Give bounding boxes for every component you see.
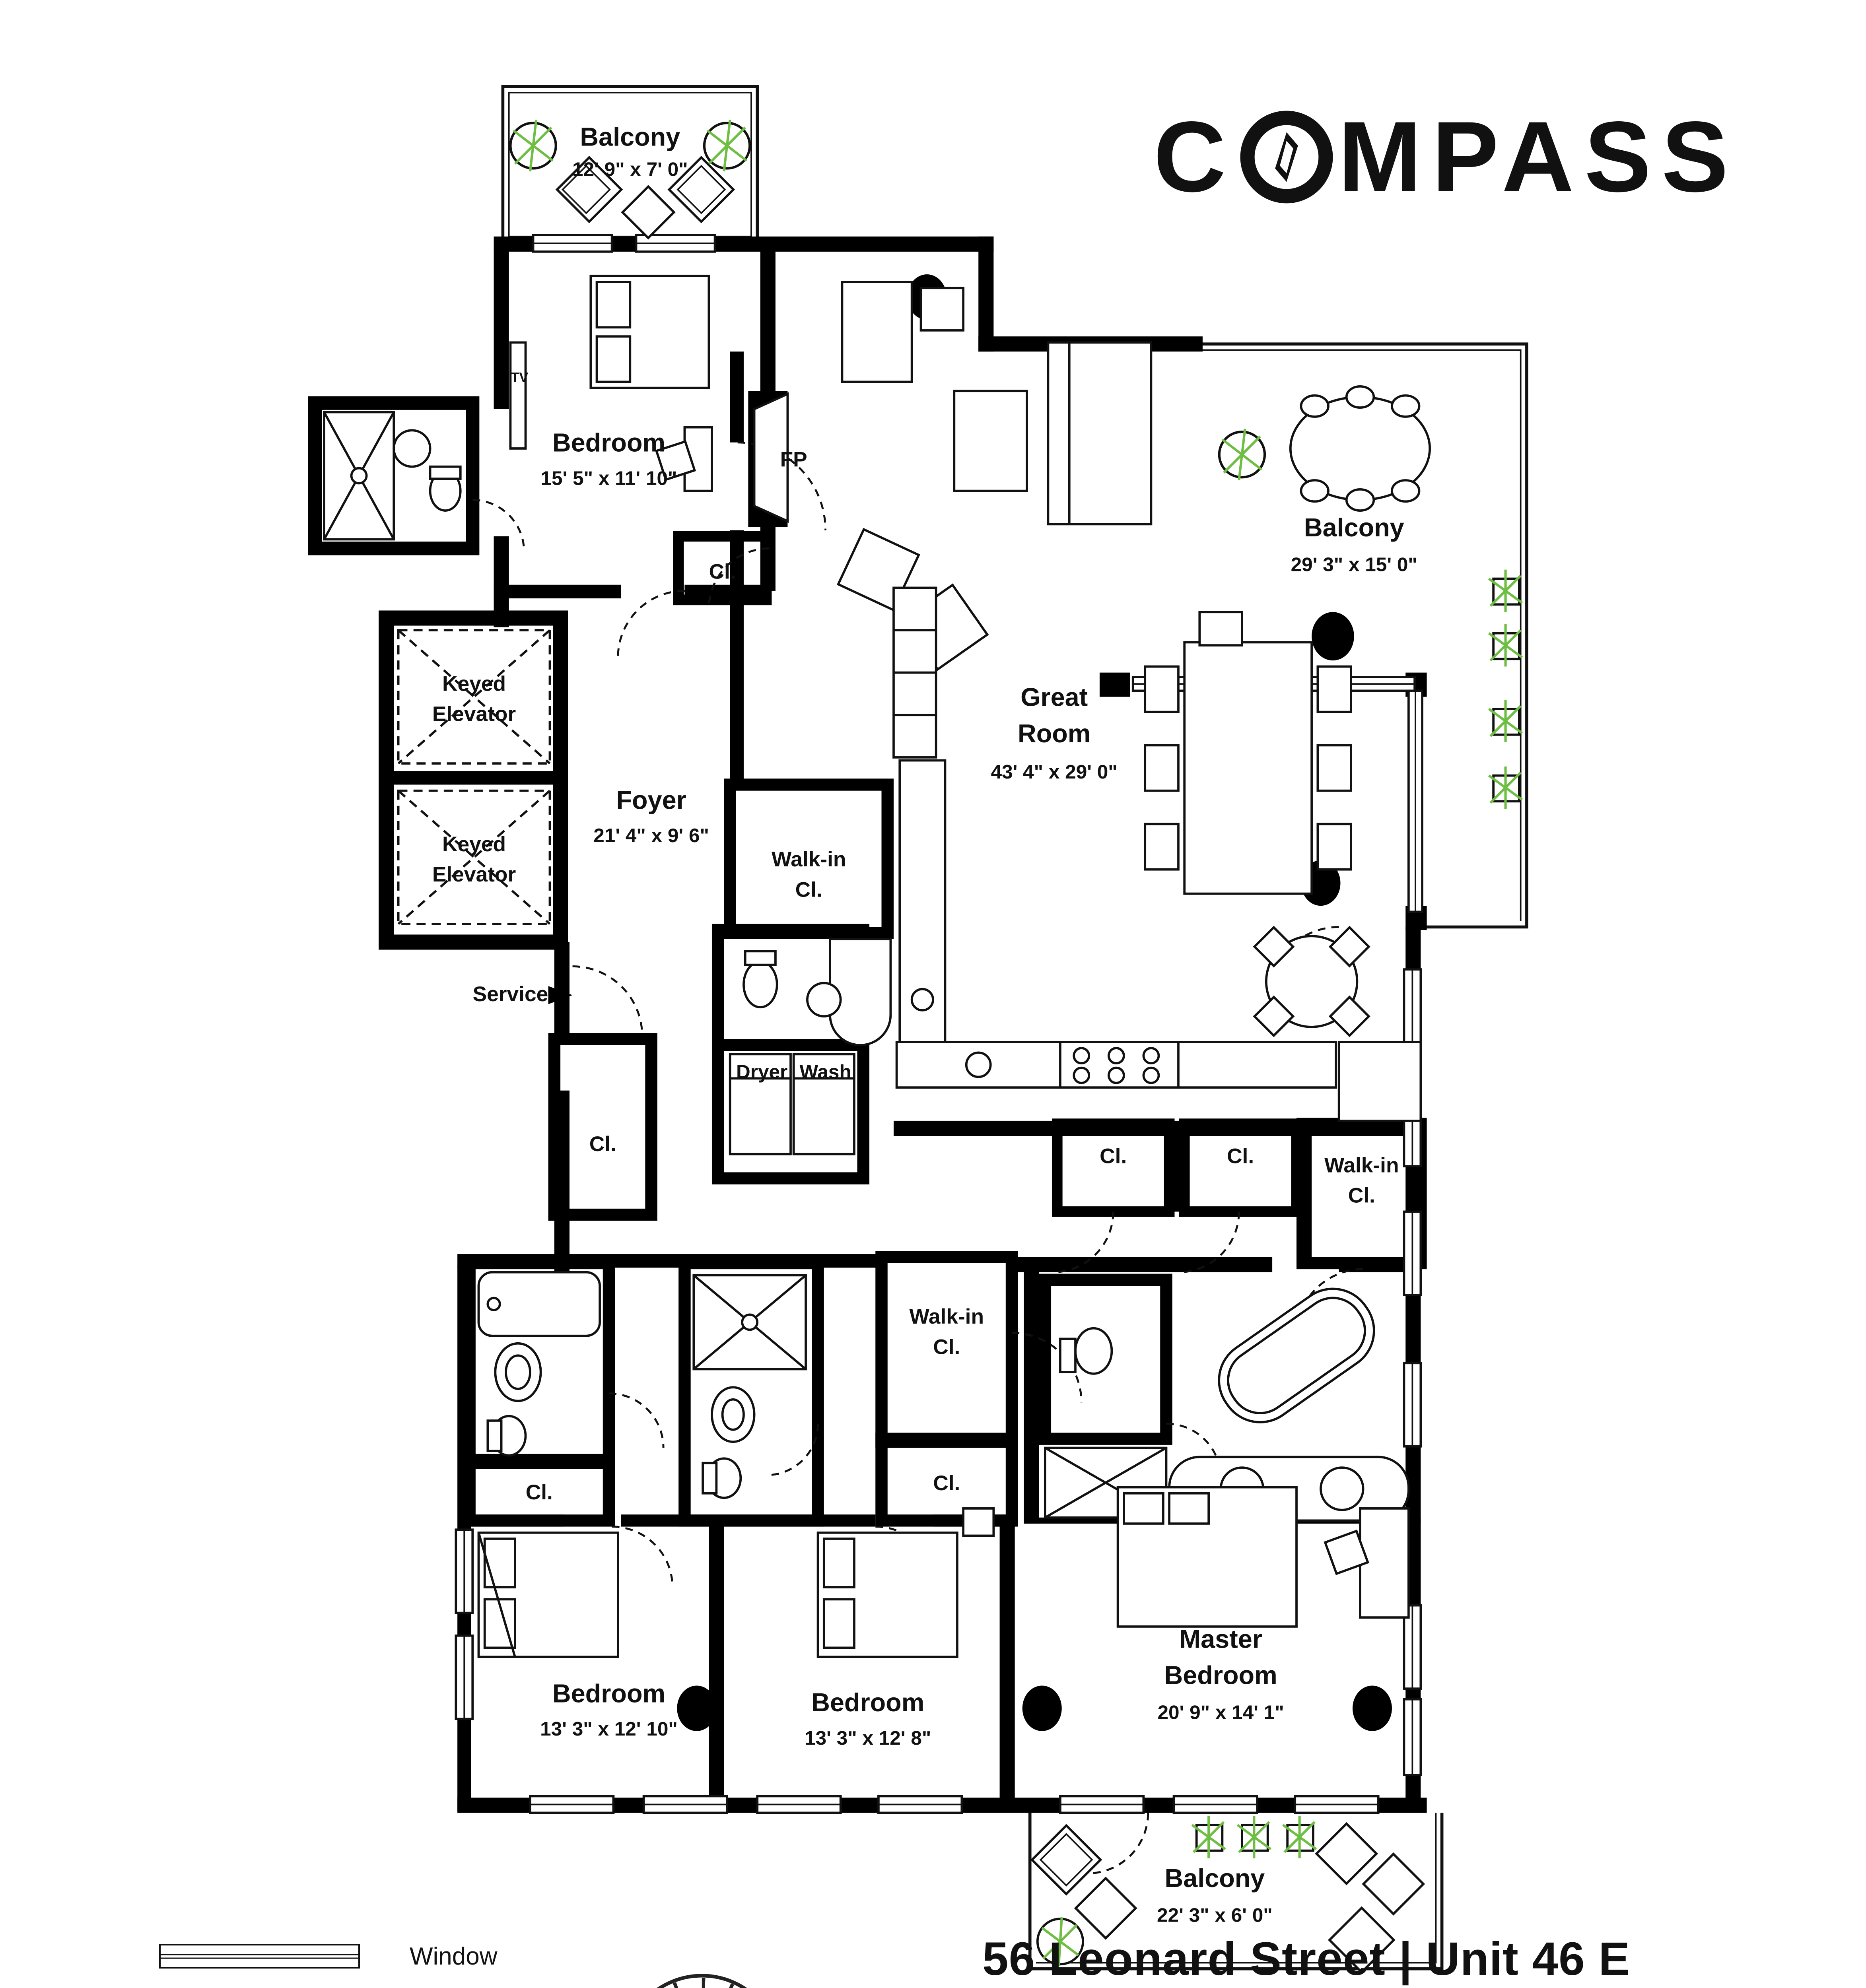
- label-service: Service: [473, 982, 548, 1006]
- label-balcony-bottom: Balcony: [1164, 1864, 1265, 1893]
- label-great-room-line2: Room: [1018, 719, 1090, 748]
- bed-left: [477, 1531, 619, 1658]
- plant-icon: [509, 120, 557, 172]
- window-symbol-icon: [159, 1944, 362, 1969]
- label-walkin-master-line1: Walk-in: [1324, 1153, 1399, 1177]
- label-fireplace: FP: [780, 448, 807, 472]
- room-labels: Balcony 12' 9" x 7' 0" Bedroom 15' 5" x …: [432, 122, 1417, 1926]
- dims-great-room: 43' 4" x 29' 0": [991, 761, 1118, 783]
- legend: Window Door Wall: [159, 1940, 498, 1988]
- dims-master: 20' 9" x 14' 1": [1158, 1701, 1284, 1723]
- plants: [509, 120, 1523, 1966]
- listing-title-line1: 56 Leonard Street | Unit 46 E: [982, 1933, 1631, 1985]
- label-foyer: Foyer: [616, 785, 686, 814]
- balcony-right-furniture: [1289, 385, 1520, 803]
- balcony-top-furniture: [555, 155, 735, 240]
- label-walkin-mid-line2: Cl.: [933, 1335, 960, 1359]
- label-elevator2-line1: Keyed: [442, 833, 506, 856]
- label-elevator2-line2: Elevator: [432, 863, 516, 886]
- label-tv: TV: [511, 370, 528, 385]
- label-bedroom-left: Bedroom: [552, 1679, 665, 1708]
- label-walkin-mid-line1: Walk-in: [910, 1305, 984, 1328]
- elevator-cars: [397, 629, 551, 925]
- compass-logo-mpass: MPASS: [1338, 101, 1739, 213]
- label-dryer: Dryer: [736, 1061, 787, 1083]
- label-balcony-top: Balcony: [580, 122, 680, 151]
- dims-balcony-bottom: 22' 3" x 6' 0": [1157, 1905, 1273, 1926]
- windows: [455, 234, 1423, 1814]
- label-walkin-foyer-line2: Cl.: [795, 878, 822, 901]
- label-closet-hall-1: Cl.: [1100, 1145, 1127, 1168]
- label-wash: Wash: [800, 1061, 851, 1083]
- bed-upper: [509, 274, 713, 492]
- furniture: [323, 155, 1520, 1974]
- label-bedroom-mid: Bedroom: [811, 1688, 924, 1717]
- kitchen: [892, 586, 1422, 1122]
- label-closet-mid: Cl.: [933, 1472, 960, 1495]
- label-walkin-master-line2: Cl.: [1348, 1184, 1375, 1208]
- legend-row-door: Door: [159, 1986, 498, 1988]
- label-closet-bed-left: Cl.: [526, 1481, 553, 1504]
- fireplace: [753, 392, 789, 523]
- label-closet-hall-2: Cl.: [1227, 1145, 1254, 1168]
- plant-icon: [703, 120, 751, 172]
- label-master-line2: Bedroom: [1164, 1661, 1277, 1690]
- dims-balcony-right: 29' 3" x 15' 0": [1291, 553, 1417, 575]
- compass-o-icon: [1240, 111, 1333, 203]
- compass-rose: N: [657, 1974, 747, 1988]
- listing-info: 56 Leonard Street | Unit 46 E New York, …: [982, 1928, 1778, 1988]
- dims-balcony-top: 12' 9" x 7' 0": [572, 158, 688, 180]
- dims-bedroom-left: 13' 3" x 12' 10": [540, 1718, 678, 1740]
- compass-logo: C MPASS: [1154, 99, 1739, 214]
- label-bedroom-upper: Bedroom: [552, 428, 665, 457]
- bath-bed-mid: [692, 1274, 807, 1499]
- dims-bedroom-mid: 13' 3" x 12' 8": [805, 1727, 931, 1749]
- label-walkin-foyer-line1: Walk-in: [772, 848, 846, 871]
- round-table: [1253, 926, 1370, 1037]
- label-balcony-right: Balcony: [1304, 513, 1404, 542]
- bed-mid: [816, 1507, 995, 1658]
- label-great-room-line1: Great: [1020, 682, 1088, 711]
- label-elevator1-line1: Keyed: [442, 672, 506, 695]
- bath-upper: [323, 411, 462, 541]
- label-elevator1-line2: Elevator: [432, 702, 516, 726]
- master-bath: [1044, 1287, 1410, 1522]
- label-master-line1: Master: [1179, 1624, 1262, 1653]
- laundry-powder: [729, 950, 855, 1155]
- dims-bedroom-upper: 15' 5" x 11' 10": [540, 467, 677, 489]
- label-closet-corridor: Cl.: [589, 1132, 616, 1156]
- compass-logo-c: C: [1153, 101, 1236, 213]
- legend-row-window: Window: [159, 1940, 498, 1972]
- legend-label-window: Window: [410, 1942, 498, 1970]
- plant-icon: [1218, 429, 1266, 481]
- dims-foyer: 21' 4" x 9' 6": [593, 825, 709, 846]
- bath-bed-left: [477, 1271, 601, 1457]
- dining-table: [1144, 611, 1352, 895]
- service-arrow-icon: [548, 986, 573, 1004]
- master-bed: [1116, 1486, 1410, 1628]
- label-closet-bedroom-upper: Cl.: [709, 560, 736, 583]
